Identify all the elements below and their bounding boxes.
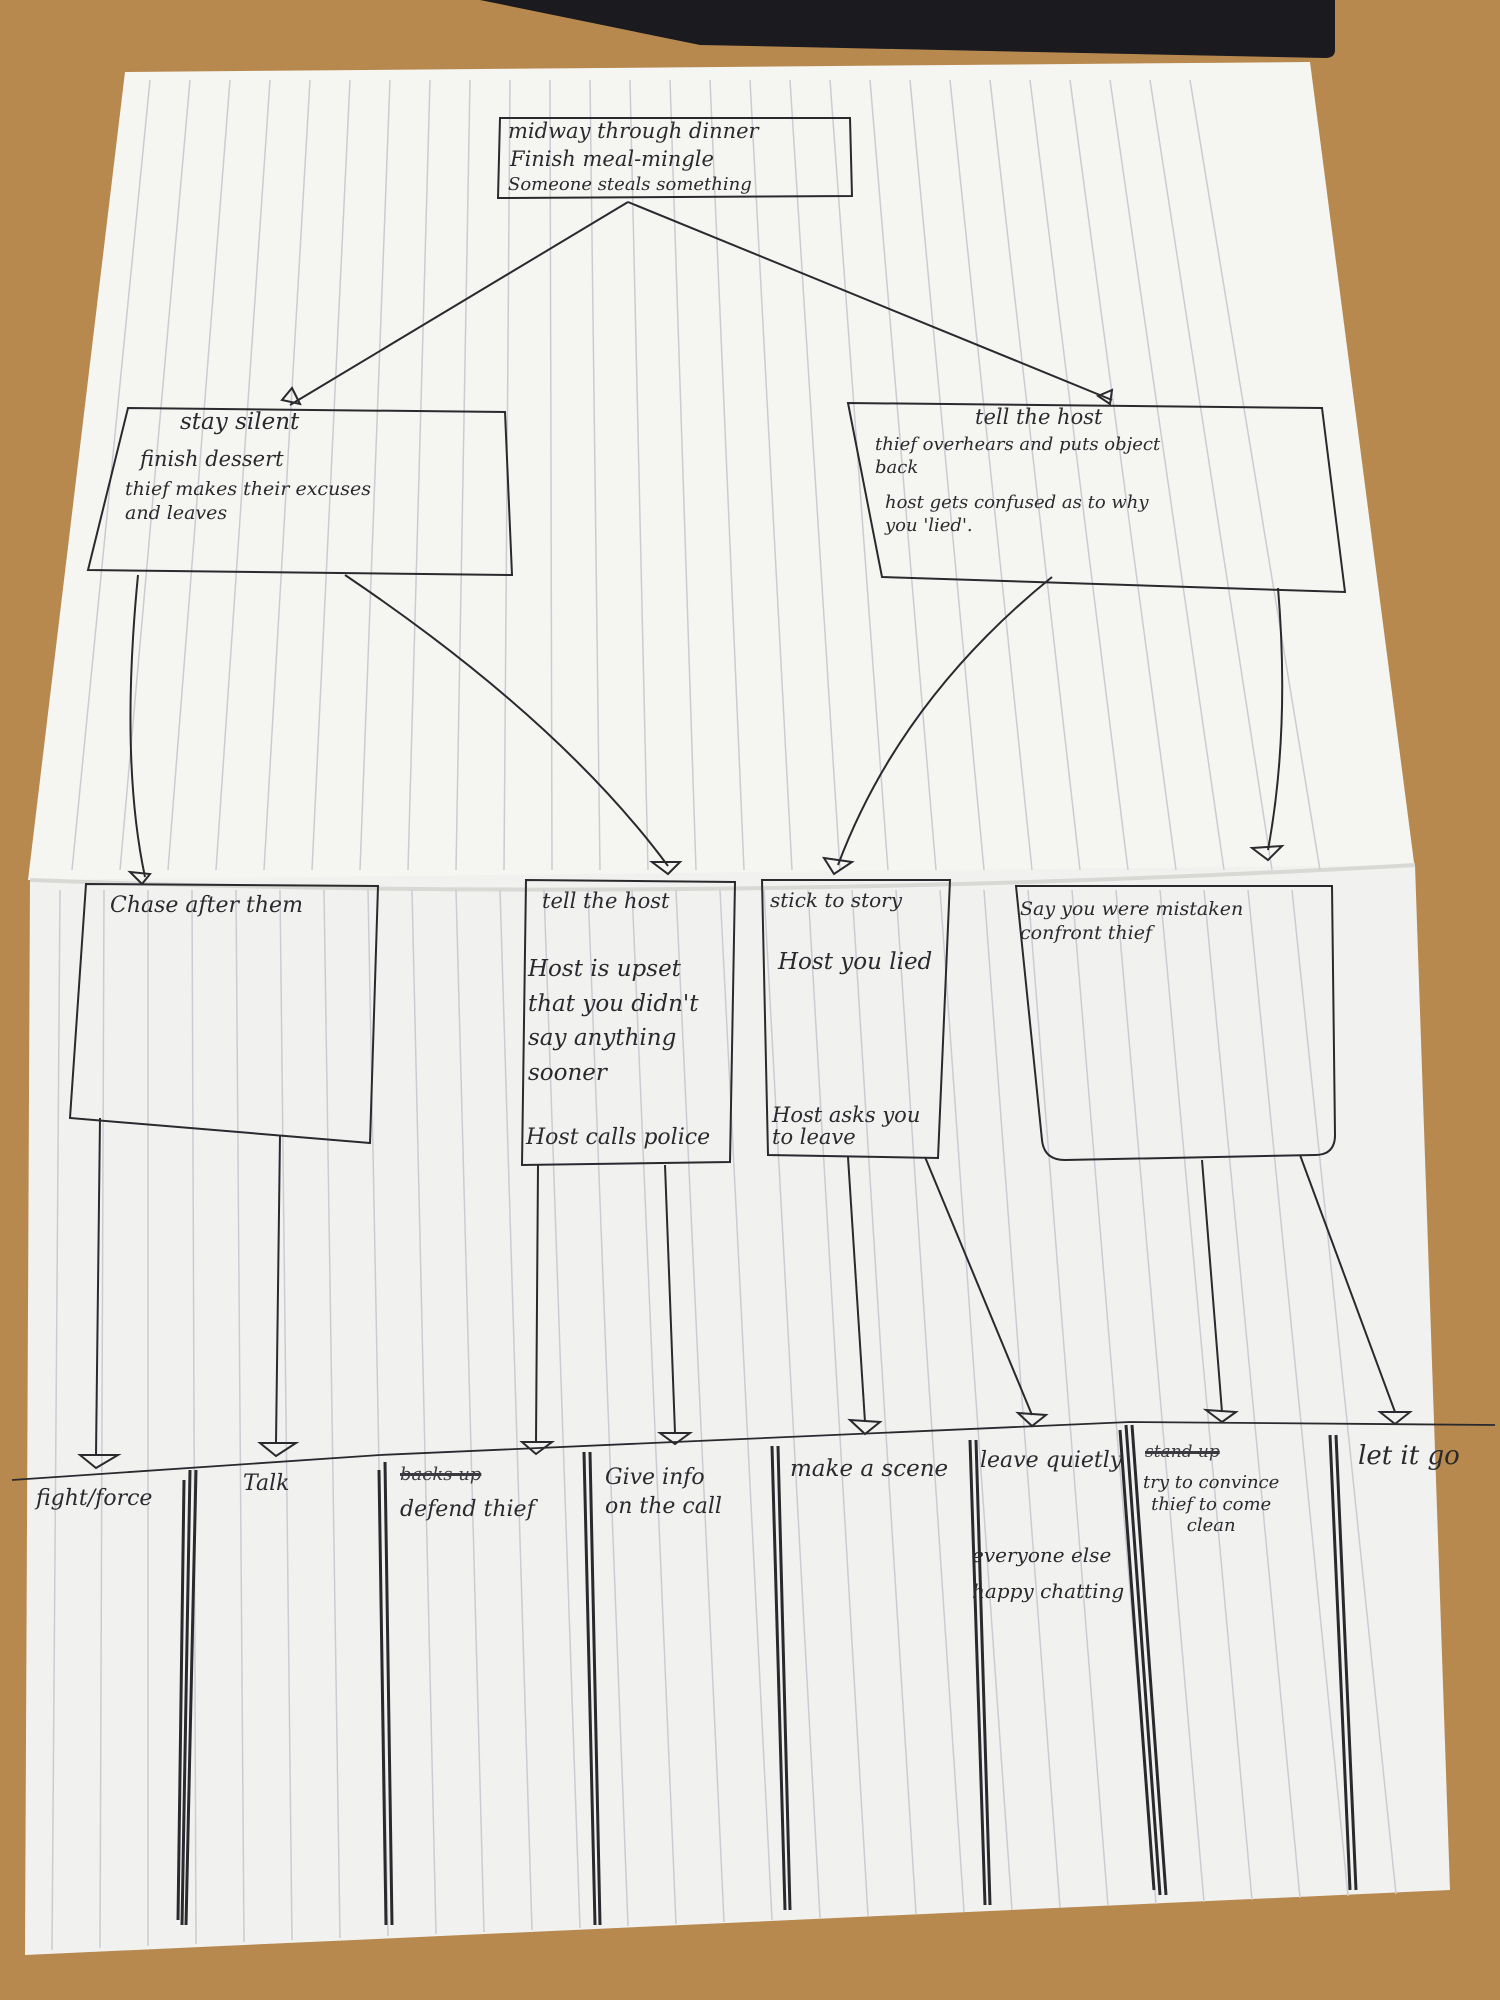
arrow-tellhost-to-defend <box>535 1164 539 1443</box>
arrow-tell-to-stick <box>837 576 1053 866</box>
arrow-tellhost-to-info <box>664 1164 676 1434</box>
chase-title: Chase after them <box>110 893 303 918</box>
ending-fight: fight/force <box>36 1486 153 1511</box>
tell-host-line-1: thief overhears and puts object back <box>875 434 1161 478</box>
ending-defend: defend thief <box>400 1497 535 1522</box>
notebook-spine <box>29 863 1416 892</box>
stick-story-line-2: Host asks you to leave <box>772 1103 921 1150</box>
column-dividers <box>176 1424 1358 1926</box>
start-box <box>496 117 854 200</box>
tell-host-box <box>846 401 1347 594</box>
ending-talk: Talk <box>243 1471 290 1496</box>
stay-silent-box <box>86 406 514 577</box>
tell-host-outcome-line-1: Host is upset that you didn't say anythi… <box>528 956 699 1086</box>
ending-convince: try to convince thief to come clean <box>1143 1472 1280 1537</box>
tell-host-outcome-line-2: Host calls police <box>526 1125 711 1150</box>
ending-convince-struck: stand up <box>1145 1442 1220 1462</box>
arrow-stick-to-leave <box>924 1156 1033 1416</box>
arrow-silent-to-tellhost <box>344 574 669 867</box>
flow-arrows <box>95 201 1396 1456</box>
ending-leave: leave quietly <box>980 1448 1123 1473</box>
mistaken-title: Say you were mistaken confront thief <box>1020 898 1244 944</box>
chase-box <box>68 882 380 1145</box>
ending-defend-struck: backs up <box>400 1464 482 1485</box>
stay-silent-line-1: finish dessert <box>140 447 284 471</box>
arrow-chase-to-fight <box>95 1117 101 1456</box>
arrow-stick-to-scene <box>847 1156 866 1423</box>
arrow-silent-to-chase <box>129 574 146 878</box>
ending-let-go: let it go <box>1358 1441 1460 1471</box>
ending-scene: make a scene <box>790 1456 949 1482</box>
stick-story-box <box>760 879 952 1160</box>
tell-host-outcome-title: tell the host <box>542 889 670 913</box>
stay-silent-line-2: thief makes their excuses and leaves <box>125 478 372 524</box>
start-line-2: Finish meal-mingle <box>510 147 714 171</box>
start-line-1: midway through dinner <box>508 119 759 143</box>
tell-host-title: tell the host <box>975 405 1103 429</box>
ruled-lines-bottom <box>51 889 1397 1951</box>
arrow-tell-to-mistaken <box>1267 587 1284 851</box>
stay-silent-title: stay silent <box>180 409 300 435</box>
notebook-top-page <box>28 62 1415 880</box>
arrow-mistaken-to-convince <box>1201 1159 1223 1413</box>
endings-baseline <box>11 1421 1496 1481</box>
stick-story-line-1: Host you lied <box>778 949 933 975</box>
notebook-bottom-page <box>25 865 1450 1955</box>
mistaken-box <box>1014 885 1337 1162</box>
arrow-start-to-silent <box>289 201 629 406</box>
arrow-start-to-tell <box>627 201 1113 401</box>
tell-host-outcome-box <box>520 878 737 1167</box>
tell-host-line-2: host gets confused as to why you 'lied'. <box>885 492 1149 536</box>
arrow-chase-to-talk <box>275 1134 281 1444</box>
arrow-mistaken-to-letgo <box>1299 1154 1396 1413</box>
laptop-corner <box>480 0 1335 58</box>
ending-leave-note: everyone else happy chatting <box>972 1543 1125 1603</box>
ending-give-info: Give info on the call <box>605 1465 722 1519</box>
start-line-3: Someone steals something <box>508 174 752 195</box>
stick-story-title: stick to story <box>770 888 903 912</box>
